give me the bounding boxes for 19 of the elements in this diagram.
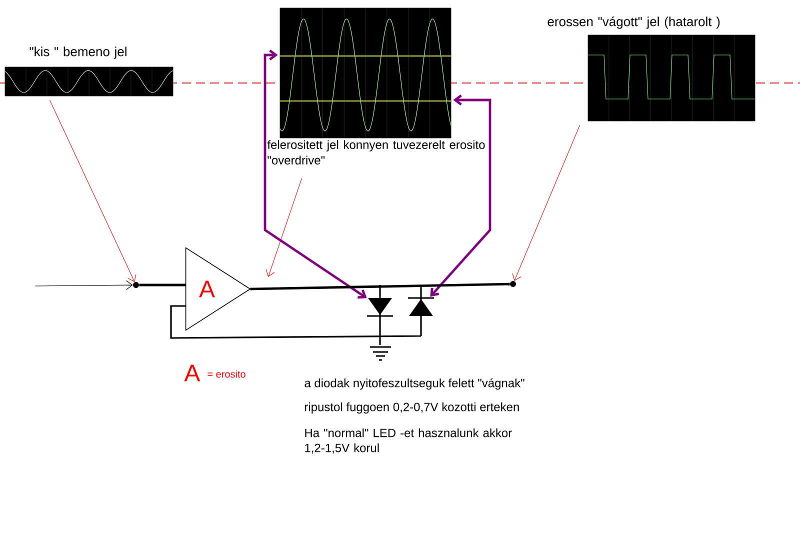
arrow [512, 124, 580, 282]
arrow [34, 280, 133, 290]
arrow [264, 50, 367, 299]
wire [139, 284, 186, 286]
note-text: Ha "normal" LED -et hasznalunk akkor 1,2-1,5V korul [305, 428, 512, 454]
legend-text: = erosito [208, 370, 246, 378]
note-text: a diodak nyitofeszultseguk felett "vágnak" [304, 378, 524, 390]
note-text: ripustol fuggoen 0,2-0,7V kozotti erteken [305, 402, 519, 414]
signal-caption: erossen "vágott" jel (hatarolt ) [548, 16, 720, 29]
amplifier-symbol-key: A [184, 364, 200, 382]
signal-caption: "kis " bemeno jel [30, 46, 126, 59]
arrow [50, 100, 136, 282]
wire [250, 282, 510, 290]
arrow [266, 178, 302, 277]
arrow [430, 94, 492, 297]
diode-symbol [408, 297, 434, 316]
signal-caption: felerositett jel konnyen tuvezerelt erosito "overdrive" [267, 140, 485, 164]
amplifier-triangle: A [185, 247, 251, 331]
diode-symbol [367, 298, 393, 317]
